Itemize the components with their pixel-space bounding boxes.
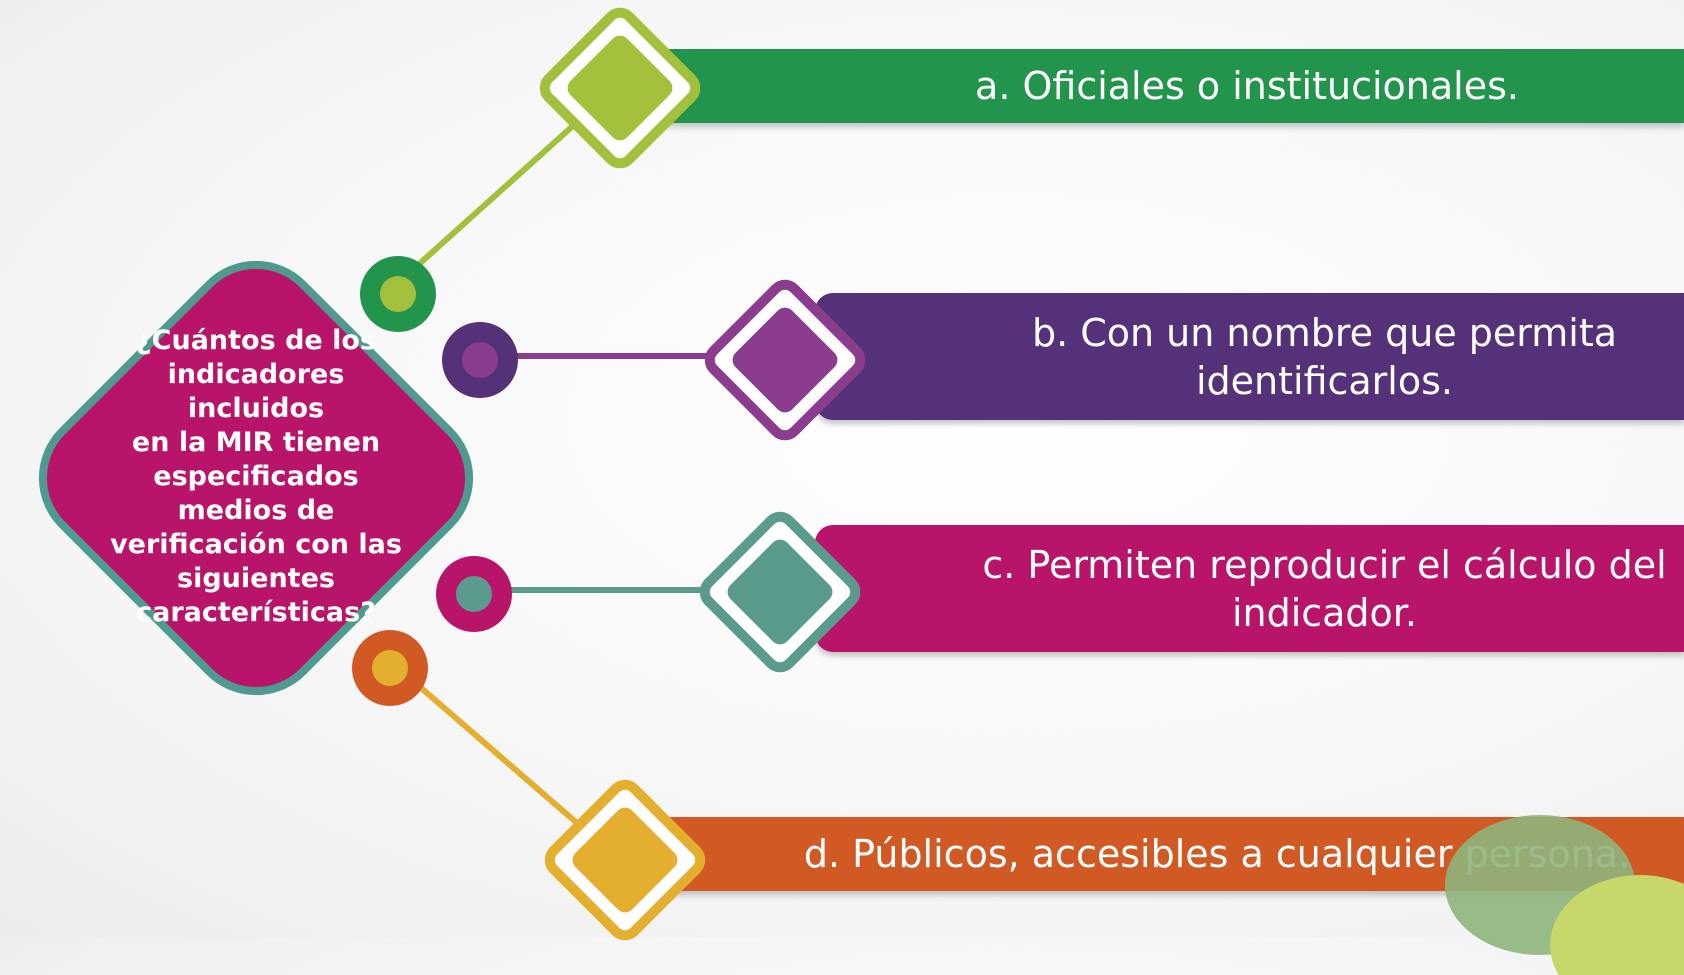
option-b-label: b. Con un nombre que permita identificar…	[1031, 310, 1618, 403]
option-d-diamond	[537, 772, 713, 948]
question-text: ¿Cuántos de los indicadores incluidos en…	[110, 325, 402, 628]
connector-a	[395, 112, 588, 286]
option-b-diamond	[697, 272, 873, 448]
option-a-diamond	[532, 0, 708, 176]
option-b-bar: b. Con un nombre que permita identificar…	[815, 293, 1684, 420]
decorative-leaf-icon	[1420, 795, 1684, 975]
option-a-node	[360, 256, 436, 332]
option-c-bar: c. Permiten reproducir el cálculo del in…	[815, 525, 1684, 652]
option-a-label: a. Oficiales o institucionales.	[975, 64, 1519, 108]
option-c-node	[436, 556, 512, 632]
option-d-node	[352, 630, 428, 706]
option-b-node	[442, 322, 518, 398]
question-diamond: ¿Cuántos de los indicadores incluidos en…	[9, 231, 503, 725]
diagram: a. Oficiales o institucionales. b. Con u…	[9, 0, 1684, 975]
option-a-bar: a. Oficiales o institucionales.	[600, 49, 1684, 123]
option-c-diamond	[692, 504, 868, 680]
connector-d	[410, 677, 587, 833]
connector-lines	[395, 112, 720, 833]
option-c-label: c. Permiten reproducir el cálculo del in…	[982, 542, 1667, 635]
